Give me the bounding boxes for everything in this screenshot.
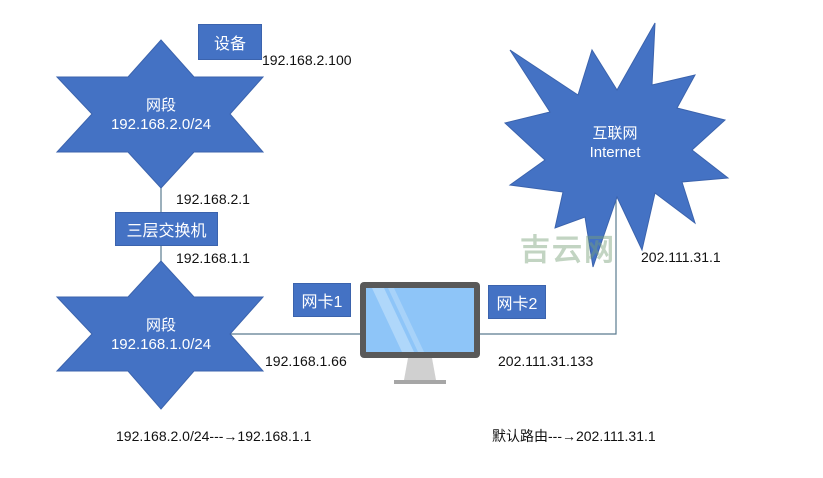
- upper-segment-star-shape: [55, 39, 265, 189]
- internet-starburst-shape: [503, 22, 730, 268]
- internet-label: 互联网 Internet: [570, 124, 660, 162]
- static-route-label: 192.168.2.0/24---→192.168.1.1: [116, 428, 312, 444]
- watermark-text: 吉云网: [520, 233, 616, 268]
- line-pc-to-internet: [478, 196, 617, 335]
- lower-segment-star-shape: [55, 260, 265, 410]
- layer3-switch-box[interactable]: 三层交换机: [115, 212, 218, 246]
- switch-upper-ip-label: 192.168.2.1: [176, 191, 250, 207]
- nic2-box[interactable]: 网卡2: [488, 285, 546, 319]
- layer3-switch-label: 三层交换机: [126, 223, 207, 240]
- internet-subtitle: Internet: [589, 144, 641, 161]
- upper-segment-label: 网段 192.168.2.0/24: [100, 96, 222, 134]
- nic2-label: 网卡2: [496, 296, 538, 313]
- nic1-label: 网卡1: [301, 294, 343, 311]
- default-route-label: 默认路由---→202.111.31.1: [492, 428, 656, 444]
- device-label: 设备: [213, 36, 246, 53]
- lower-segment-title: 网段: [145, 317, 176, 334]
- nic1-ip-label: 192.168.1.66: [265, 353, 347, 369]
- nic1-box[interactable]: 网卡1: [293, 283, 351, 317]
- internet-title: 互联网: [592, 125, 638, 142]
- internet-gateway-ip-label: 202.111.31.1: [641, 249, 721, 265]
- lower-segment-subnet: 192.168.1.0/24: [110, 336, 212, 353]
- switch-lower-ip-label: 192.168.1.1: [176, 250, 250, 266]
- device-box[interactable]: 设备: [198, 24, 262, 60]
- nic2-ip-label: 202.111.31.133: [498, 353, 594, 369]
- device-ip-label: 192.168.2.100: [262, 52, 352, 68]
- lower-segment-label: 网段 192.168.1.0/24: [100, 316, 222, 354]
- upper-segment-title: 网段: [145, 97, 176, 114]
- upper-segment-subnet: 192.168.2.0/24: [110, 116, 212, 133]
- computer-monitor-icon: [360, 282, 480, 384]
